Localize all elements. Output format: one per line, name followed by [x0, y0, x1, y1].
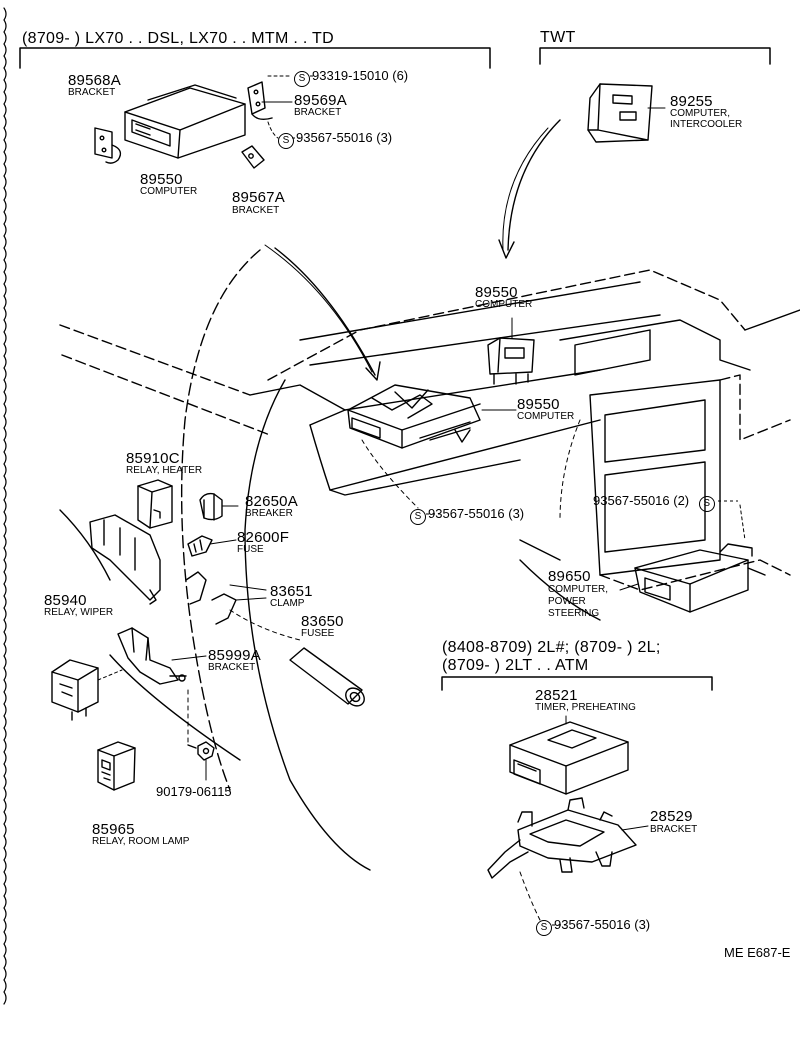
part-name-85940: RELAY, WIPER [44, 607, 114, 618]
fastener-93567-d-number: 93567-55016 (3) [554, 917, 651, 932]
fastener-93567-c: 93567-55016 (2) S [593, 494, 717, 512]
part-number-85910c: 85910C [126, 450, 180, 467]
part-name-89255-line1: COMPUTER, [670, 108, 730, 119]
part-number-28521: 28521 [535, 687, 578, 704]
part-name-83650: FUSEE [301, 628, 335, 639]
part-number-89650: 89650 [548, 568, 591, 585]
part-number-82650a: 82650A [245, 493, 298, 510]
standard-part-symbol: S [294, 71, 310, 87]
part-number-89567a: 89567A [232, 189, 285, 206]
computer-89550-top-drawing [124, 84, 246, 159]
fastener-93567-c-number: 93567-55016 (2) [593, 493, 690, 508]
bracket-89569a-drawing [247, 81, 273, 121]
bracket-89567a-drawing [241, 145, 265, 169]
part-name-82600f: FUSE [237, 544, 264, 555]
header-mid-right-line1: (8408-8709) 2L#; (8709- ) 2L; [442, 639, 661, 656]
part-name-85965: RELAY, ROOM LAMP [92, 836, 190, 847]
part-number-82600f: 82600F [237, 529, 290, 546]
part-name-89550-top: COMPUTER [140, 186, 198, 197]
fastener-93319-number: 93319-15010 (6) [312, 68, 409, 83]
part-number-89569a: 89569A [294, 92, 347, 109]
timer-28521-drawing [509, 715, 629, 795]
part-number-89550-center: 89550 [475, 284, 518, 301]
nut-90179-drawing [197, 741, 215, 781]
part-name-82650a: BREAKER [245, 508, 293, 519]
reference-code: ME E687-E [724, 945, 791, 960]
computer-89650-drawing [619, 504, 766, 613]
part-name-83651: CLAMP [270, 598, 305, 609]
pointer-arrows [264, 119, 561, 381]
relay-heater-85910c-drawing [89, 479, 173, 605]
part-number-85965: 85965 [92, 821, 135, 838]
computer-89550-dash-drawing [347, 384, 581, 521]
part-name-89550-center: COMPUTER [475, 299, 533, 310]
standard-part-symbol: S [410, 509, 426, 525]
part-name-89650-line2: POWER [548, 596, 586, 607]
relay-wiper-85940-drawing [51, 659, 123, 721]
part-name-89569a: BRACKET [294, 107, 342, 118]
part-name-28529: BRACKET [650, 824, 698, 835]
part-name-89255-line2: INTERCOOLER [670, 119, 743, 130]
header-top-right: TWT [540, 29, 576, 46]
breaker-82650a-drawing [199, 492, 239, 521]
part-name-28521: TIMER, PREHEATING [535, 702, 636, 713]
relay-room-lamp-85965-drawing [97, 741, 136, 791]
bracket-89568a-drawing [94, 127, 122, 164]
part-name-85910c: RELAY, HEATER [126, 465, 203, 476]
part-number-83650: 83650 [301, 613, 344, 630]
standard-part-symbol: S [278, 133, 294, 149]
fastener-93567-a-number: 93567-55016 (3) [296, 130, 393, 145]
header-top-left: (8709- ) LX70 . . DSL, LX70 . . MTM . . … [22, 30, 334, 47]
bracket-28529-drawing [487, 797, 649, 921]
fuse-82600f-drawing [187, 535, 237, 557]
standard-part-symbol: S [698, 496, 715, 512]
part-number-28529: 28529 [650, 808, 693, 825]
part-number-89568a: 89568A [68, 72, 121, 89]
part-number-85940: 85940 [44, 592, 87, 609]
computer-89255-drawing [587, 83, 666, 143]
part-name-89568a: BRACKET [68, 87, 116, 98]
part-number-89550-dash: 89550 [517, 396, 560, 413]
part-name-89650-line3: STEERING [548, 608, 600, 619]
bracket-85999a-drawing [117, 627, 207, 749]
part-number-83651: 83651 [270, 583, 313, 600]
part-name-89567a: BRACKET [232, 205, 280, 216]
part-number-90179: 90179-06115 [156, 784, 232, 799]
group-brackets [19, 47, 771, 691]
fastener-93567-b-number: 93567-55016 (3) [428, 506, 525, 521]
perforated-edge [3, 7, 7, 1005]
part-number-89550-top: 89550 [140, 171, 183, 188]
part-name-85999a: BRACKET [208, 662, 256, 673]
part-name-89550-dash: COMPUTER [517, 411, 575, 422]
part-number-89255: 89255 [670, 93, 713, 110]
part-number-85999a: 85999A [208, 647, 261, 664]
dashboard-outline [59, 249, 800, 871]
part-name-89650-line1: COMPUTER, [548, 584, 608, 595]
fusee-83650-drawing [289, 647, 365, 707]
computer-89550-center-drawing [487, 317, 535, 385]
header-mid-right-line2: (8709- ) 2LT . . ATM [442, 657, 589, 674]
leaders-top-left [261, 75, 293, 139]
standard-part-symbol: S [536, 920, 552, 936]
clamp-83651-drawing [185, 571, 301, 641]
